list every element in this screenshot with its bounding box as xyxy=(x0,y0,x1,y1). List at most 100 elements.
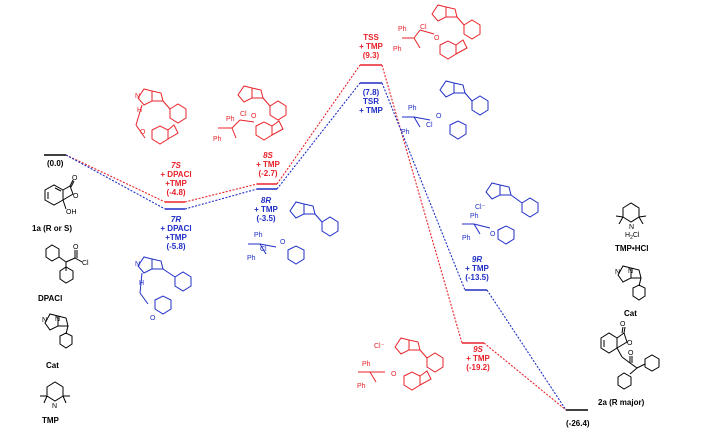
atom-catl-n1: N xyxy=(42,317,47,324)
structure-cat-right xyxy=(617,265,646,301)
h2cl-tail: Cl xyxy=(633,232,640,239)
id-8r: 8R xyxy=(261,196,271,205)
atom-tmphcl-n: N xyxy=(629,224,634,231)
add-9s: + TMP xyxy=(466,354,490,363)
atom-tss-ph1: Ph xyxy=(398,26,407,33)
atom-8r-o: O xyxy=(280,239,286,246)
atom-tss-o: O xyxy=(434,35,440,42)
label-cat-left: Cat xyxy=(46,361,59,370)
label-7s: 7S + DPACl +TMP (-4.8) xyxy=(160,161,191,197)
atom-catr-n2: N xyxy=(628,268,633,275)
atom-tsr-ph2: Ph xyxy=(401,129,410,136)
energy-7s: (-4.8) xyxy=(166,188,185,197)
structure-tss xyxy=(402,4,481,60)
atom-catr-n1: N xyxy=(615,269,620,276)
atom-9r-ph1: Ph xyxy=(470,213,479,220)
r-pathway xyxy=(65,82,567,411)
atom-catl-n2: N xyxy=(55,316,60,323)
label-dpacl: DPACl xyxy=(38,294,62,303)
label-9r: 9R + TMP (-13.5) xyxy=(465,255,489,282)
atom-8r-ph1: Ph xyxy=(254,232,263,239)
atom-8s-ph1: Ph xyxy=(226,116,235,123)
atom-tss-ph2: Ph xyxy=(393,46,402,53)
atom-2a-o1: O xyxy=(620,321,626,328)
atom-tss-cl: Cl xyxy=(420,24,427,31)
structure-8s xyxy=(218,85,287,141)
atom-9r-ph2: Ph xyxy=(462,235,471,242)
add-8s: + TMP xyxy=(256,160,280,169)
id-tss: TSS xyxy=(363,33,379,42)
atom-1a-o2: O xyxy=(73,193,79,200)
atom-dpacl-cl: Cl xyxy=(82,260,89,267)
atom-7s-n1: N xyxy=(135,93,140,100)
add-7s-1: + DPACl xyxy=(160,170,191,179)
h2cl-sub: 2 xyxy=(630,235,633,241)
atom-7r-o: O xyxy=(150,315,156,322)
label-tmphcl: TMP•HCl xyxy=(615,244,648,253)
energy-7r: (-5.8) xyxy=(166,242,185,251)
structure-tsr xyxy=(402,80,489,140)
energy-tss: (9.3) xyxy=(363,51,380,60)
label-2a: 2a (R major) xyxy=(598,398,645,407)
structure-dpacl xyxy=(45,244,83,284)
structure-8r xyxy=(248,201,339,265)
add-7s-2: +TMP xyxy=(165,179,187,188)
energy-8s: (-2.7) xyxy=(258,169,277,178)
label-tss: TSS + TMP (9.3) xyxy=(359,33,383,60)
atom-tmphcl-h2cl: H2Cl xyxy=(625,232,640,241)
structure-7s xyxy=(135,88,187,145)
structure-1a xyxy=(44,179,75,210)
atom-7r-n1: N xyxy=(135,261,140,268)
energy-8r: (-3.5) xyxy=(256,214,275,223)
atom-dpacl-o: O xyxy=(73,244,79,251)
atom-9r-chloride: Cl⁻ xyxy=(475,204,486,211)
atom-1a-oh: OH xyxy=(66,209,77,216)
add-9r: + TMP xyxy=(465,264,489,273)
structure-9s xyxy=(358,337,444,391)
atom-8r-ph2: Ph xyxy=(247,255,256,262)
h2cl-h: H xyxy=(625,232,630,239)
atom-tsr-cl: Cl xyxy=(426,122,433,129)
energy-9s: (-19.2) xyxy=(466,363,490,372)
label-tsr: (7.8) TSR + TMP xyxy=(359,88,383,115)
structure-tmp-left xyxy=(40,381,70,404)
atom-8s-o: O xyxy=(251,113,257,120)
label-cat-right: Cat xyxy=(624,309,637,318)
s-pathway xyxy=(65,64,567,411)
id-tsr: TSR xyxy=(363,97,379,106)
id-7r: 7R xyxy=(171,215,181,224)
add-tsr: + TMP xyxy=(359,106,383,115)
atom-2a-o3: O xyxy=(628,350,634,357)
id-9r: 9R xyxy=(472,255,482,264)
id-9s: 9S xyxy=(473,345,483,354)
label-7r: 7R + DPACl +TMP (-5.8) xyxy=(160,215,191,251)
atom-tsr-ph1: Ph xyxy=(408,105,417,112)
add-7r-2: +TMP xyxy=(165,233,187,242)
energy-levels xyxy=(44,64,588,411)
label-1a: 1a (R or S) xyxy=(32,224,72,233)
id-7s: 7S xyxy=(171,161,181,170)
label-8s: 8S + TMP (-2.7) xyxy=(256,151,280,178)
label-tmp-left: TMP xyxy=(42,416,60,425)
atom-9s-chloride: Cl⁻ xyxy=(374,343,385,350)
atom-1a-o1: O xyxy=(72,175,78,182)
structure-7r xyxy=(137,256,192,315)
atom-tmpl-nh: N xyxy=(52,403,57,410)
atom-7s-o: O xyxy=(140,129,146,136)
add-tss: + TMP xyxy=(359,42,383,51)
structure-cat-left xyxy=(44,313,73,349)
structure-2a xyxy=(600,326,660,390)
label-8r: 8R + TMP (-3.5) xyxy=(254,196,278,223)
add-7r-1: + DPACl xyxy=(160,224,191,233)
id-8s: 8S xyxy=(263,151,273,160)
energy-tsr: (7.8) xyxy=(363,88,380,97)
start-energy: (0.0) xyxy=(47,159,64,168)
atom-tsr-o: O xyxy=(436,113,442,120)
energy-9r: (-13.5) xyxy=(465,273,489,282)
label-9s: 9S + TMP (-19.2) xyxy=(466,345,490,372)
atom-2a-o2: O xyxy=(627,340,633,347)
add-8r: + TMP xyxy=(254,205,278,214)
structure-9r xyxy=(462,182,539,245)
atom-9s-o: O xyxy=(391,371,397,378)
